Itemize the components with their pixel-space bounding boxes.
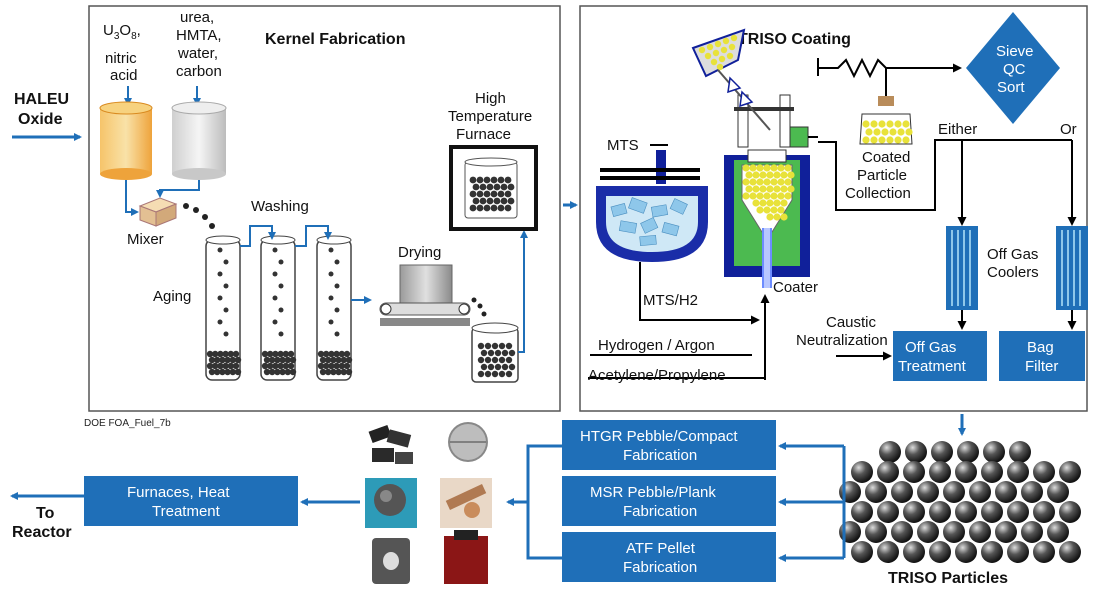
mixer-block	[138, 197, 178, 227]
column-beads	[206, 247, 353, 376]
hydrogen-argon-label: Hydrogen / Argon	[598, 337, 715, 354]
msr-label-2: Fabrication	[623, 503, 697, 520]
coolers-label-2: Coolers	[987, 264, 1039, 281]
or-label: Or	[1060, 121, 1077, 138]
kernel-fabrication-title: Kernel Fabrication	[265, 31, 405, 48]
msr-box	[562, 476, 776, 526]
offgas-header	[818, 139, 1072, 211]
sieve-feed-line	[818, 57, 962, 79]
htgr-label-1: HTGR Pebble/Compact	[580, 428, 738, 445]
atf-label-2: Fabrication	[623, 559, 697, 576]
offgas-treatment-label-2: Treatment	[898, 358, 967, 375]
compact-photo	[365, 422, 417, 470]
carbon-label: carbon	[176, 63, 222, 80]
acid-label: acid	[110, 67, 138, 84]
hmta-label: HMTA,	[176, 27, 222, 44]
jar-beads	[862, 120, 913, 144]
mts-h2-label: MTS/H2	[643, 292, 698, 309]
mts-lid-1	[600, 168, 700, 172]
triso-particles-label: TRISO Particles	[888, 570, 1008, 587]
coolers-label-1: Off Gas	[987, 246, 1038, 263]
cooler-left	[946, 226, 978, 310]
reactor-label: Reactor	[12, 524, 72, 541]
sieve-label: Sieve	[996, 43, 1034, 60]
mts-lid-2	[600, 176, 700, 180]
fab-collect-line	[526, 444, 562, 560]
pebble-photo	[448, 422, 488, 462]
washing-label: Washing	[251, 198, 309, 215]
htgr-label-2: Fabrication	[623, 447, 697, 464]
bag-filter-box	[999, 331, 1085, 381]
mixer-label: Mixer	[127, 231, 164, 248]
furnaces-label-1: Furnaces, Heat	[127, 484, 230, 501]
furnaces-label-2: Treatment	[152, 503, 221, 520]
washing-column-1	[260, 235, 296, 381]
mts-inlet	[656, 150, 666, 184]
urea-label: urea,	[180, 9, 214, 26]
collection-label-1: Coated	[862, 149, 910, 166]
plank-photo	[440, 478, 492, 528]
qc-label: QC	[1003, 61, 1026, 78]
dryer	[379, 264, 471, 326]
feed-valve	[717, 69, 771, 131]
htgr-box	[562, 420, 776, 470]
water-label: water,	[177, 45, 218, 62]
drying-label: Drying	[398, 244, 441, 261]
mixer-dots	[183, 203, 215, 229]
cooler-right	[1056, 226, 1088, 310]
to-label: To	[36, 505, 55, 522]
nitric-label: nitric	[105, 50, 137, 67]
msr-label-1: MSR Pebble/Plank	[590, 484, 716, 501]
urea-to-mixer	[156, 180, 200, 198]
collection-label-3: Collection	[845, 185, 911, 202]
caustic-label: Caustic	[826, 314, 877, 331]
cup-to-furnace	[518, 230, 528, 353]
furnace-beads	[469, 176, 515, 212]
furnace-label-2: Temperature	[448, 108, 532, 125]
cup-beads	[477, 342, 516, 378]
offgas-treatment-box	[893, 331, 987, 381]
offgas-treatment-label-1: Off Gas	[905, 339, 956, 356]
furnace-label-3: Furnace	[456, 126, 511, 143]
aging-to-wash1	[240, 225, 276, 247]
coater-beads	[742, 164, 795, 221]
aging-column	[205, 235, 241, 381]
furnace	[449, 145, 538, 231]
mts-label: MTS	[607, 137, 639, 154]
washing-column-2	[316, 235, 352, 381]
collection-label-2: Particle	[857, 167, 907, 184]
dryer-dots	[471, 297, 487, 317]
aging-label: Aging	[153, 288, 191, 305]
oxide-label: Oxide	[18, 111, 63, 128]
atf-label-1: ATF Pellet	[626, 540, 696, 557]
filter-label: Filter	[1025, 358, 1058, 375]
glove-pebble-photo	[365, 478, 417, 528]
sort-label: Sort	[997, 79, 1025, 96]
hopper-beads	[698, 34, 738, 71]
atf-rod-photo	[444, 530, 488, 584]
pellet-photo	[372, 538, 410, 584]
triso-coating-title: TRISO Coating	[738, 31, 851, 48]
furnaces-box	[84, 476, 298, 526]
u3o8-to-mixer	[125, 180, 139, 216]
neutralization-label: Neutralization	[796, 332, 888, 349]
either-label: Either	[938, 121, 977, 138]
acetylene-label-visible: Acetylene/Propylene	[588, 367, 726, 384]
mts-vessel	[596, 186, 708, 262]
atf-box	[562, 532, 776, 582]
sieve-diamond	[966, 12, 1060, 124]
bag-label: Bag	[1027, 339, 1054, 356]
doc-id: DOE FOA_Fuel_7b	[84, 418, 171, 429]
urea-tank	[171, 101, 227, 180]
mts-feed-line	[639, 262, 760, 325]
haleu-label: HALEU	[14, 91, 69, 108]
coater-label: Coater	[773, 279, 818, 296]
furnace-label-1: High	[475, 90, 506, 107]
wash1-to-wash2	[295, 225, 332, 247]
u3o8-tank	[99, 101, 153, 180]
triso-particle-pile	[839, 441, 1081, 563]
